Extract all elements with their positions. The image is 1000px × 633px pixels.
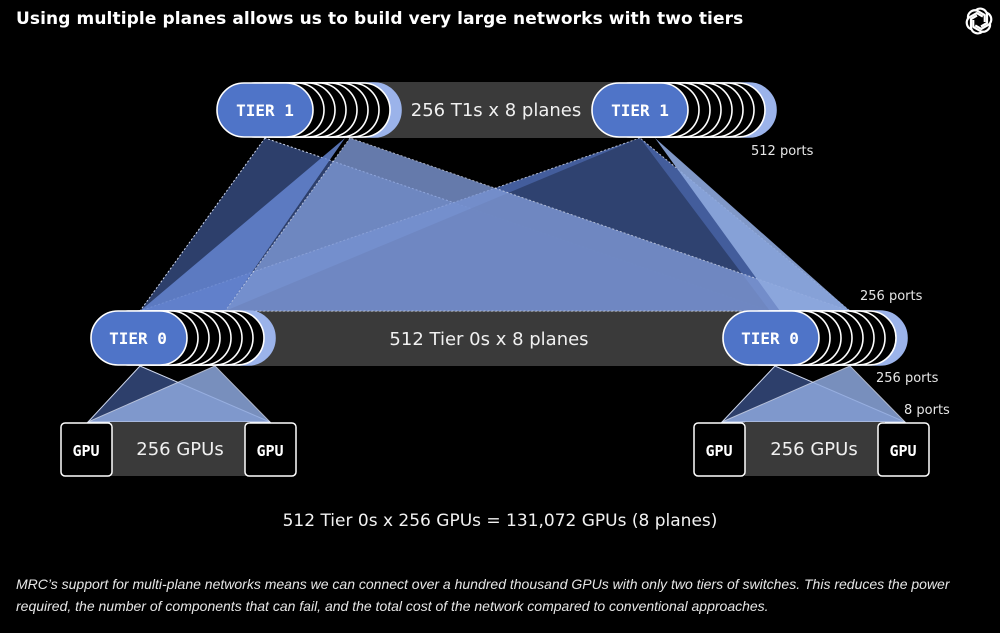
tier1-ports-label: 512 ports bbox=[751, 144, 814, 159]
link-fan-t1left-light bbox=[224, 137, 851, 312]
tier0-downlink-ports-label: 256 ports bbox=[876, 371, 939, 386]
switch-front bbox=[90, 310, 188, 366]
caption-text: MRC’s support for multi-plane networks m… bbox=[16, 576, 950, 614]
switch-front bbox=[216, 82, 314, 138]
gpu-count-left: 256 GPUs bbox=[136, 439, 223, 460]
gpu-bar-right bbox=[745, 422, 885, 476]
tier0-left-label: TIER 0 bbox=[109, 329, 167, 348]
tier1-right-label: TIER 1 bbox=[611, 101, 669, 120]
gpu-bar-left bbox=[110, 422, 250, 476]
switch-front bbox=[591, 82, 689, 138]
link-fan-t1left-blue bbox=[140, 138, 345, 311]
tier1-left-label: TIER 1 bbox=[236, 101, 294, 120]
tier0-switch-stack-right bbox=[722, 310, 908, 366]
gpu-label: GPU bbox=[705, 442, 732, 460]
gpu-box-left-a: GPU bbox=[60, 422, 113, 477]
tier0-bar-text: 512 Tier 0s x 8 planes bbox=[389, 329, 588, 350]
switch-front bbox=[722, 310, 820, 366]
tier1-tier0-links bbox=[139, 137, 852, 312]
total-gpus-equation: 512 Tier 0s x 256 GPUs = 131,072 GPUs (8… bbox=[282, 511, 718, 531]
gpu-count-right: 256 GPUs bbox=[770, 439, 857, 460]
gpu-box-right-b: GPU bbox=[877, 422, 930, 477]
page-title: Using multiple planes allows us to build… bbox=[16, 9, 744, 29]
tier0-right-label: TIER 0 bbox=[741, 329, 799, 348]
tier1-bar-text: 256 T1s x 8 planes bbox=[411, 100, 582, 121]
link-fan-t1right-light bbox=[655, 138, 850, 311]
tier1-switch-stack-right bbox=[591, 82, 777, 138]
gpu-box-left-b: GPU bbox=[244, 422, 297, 477]
network-diagram: GPU GPU 256 GPUs GPU GPU 256 GPUs TIER 1… bbox=[60, 82, 950, 477]
tier0-plane-bar bbox=[230, 311, 790, 366]
openai-logo-icon bbox=[965, 7, 993, 35]
gpu-label: GPU bbox=[72, 442, 99, 460]
tier0-gpu-links-left bbox=[86, 365, 272, 423]
gpu-label: GPU bbox=[889, 442, 916, 460]
gpu-box-right-a: GPU bbox=[693, 422, 746, 477]
gpu-ports-label: 8 ports bbox=[904, 403, 950, 418]
tier0-uplink-ports-label: 256 ports bbox=[860, 289, 923, 304]
tier0-switch-stack-left bbox=[90, 310, 276, 366]
tier1-switch-stack-left bbox=[216, 82, 402, 138]
gpu-label: GPU bbox=[256, 442, 283, 460]
